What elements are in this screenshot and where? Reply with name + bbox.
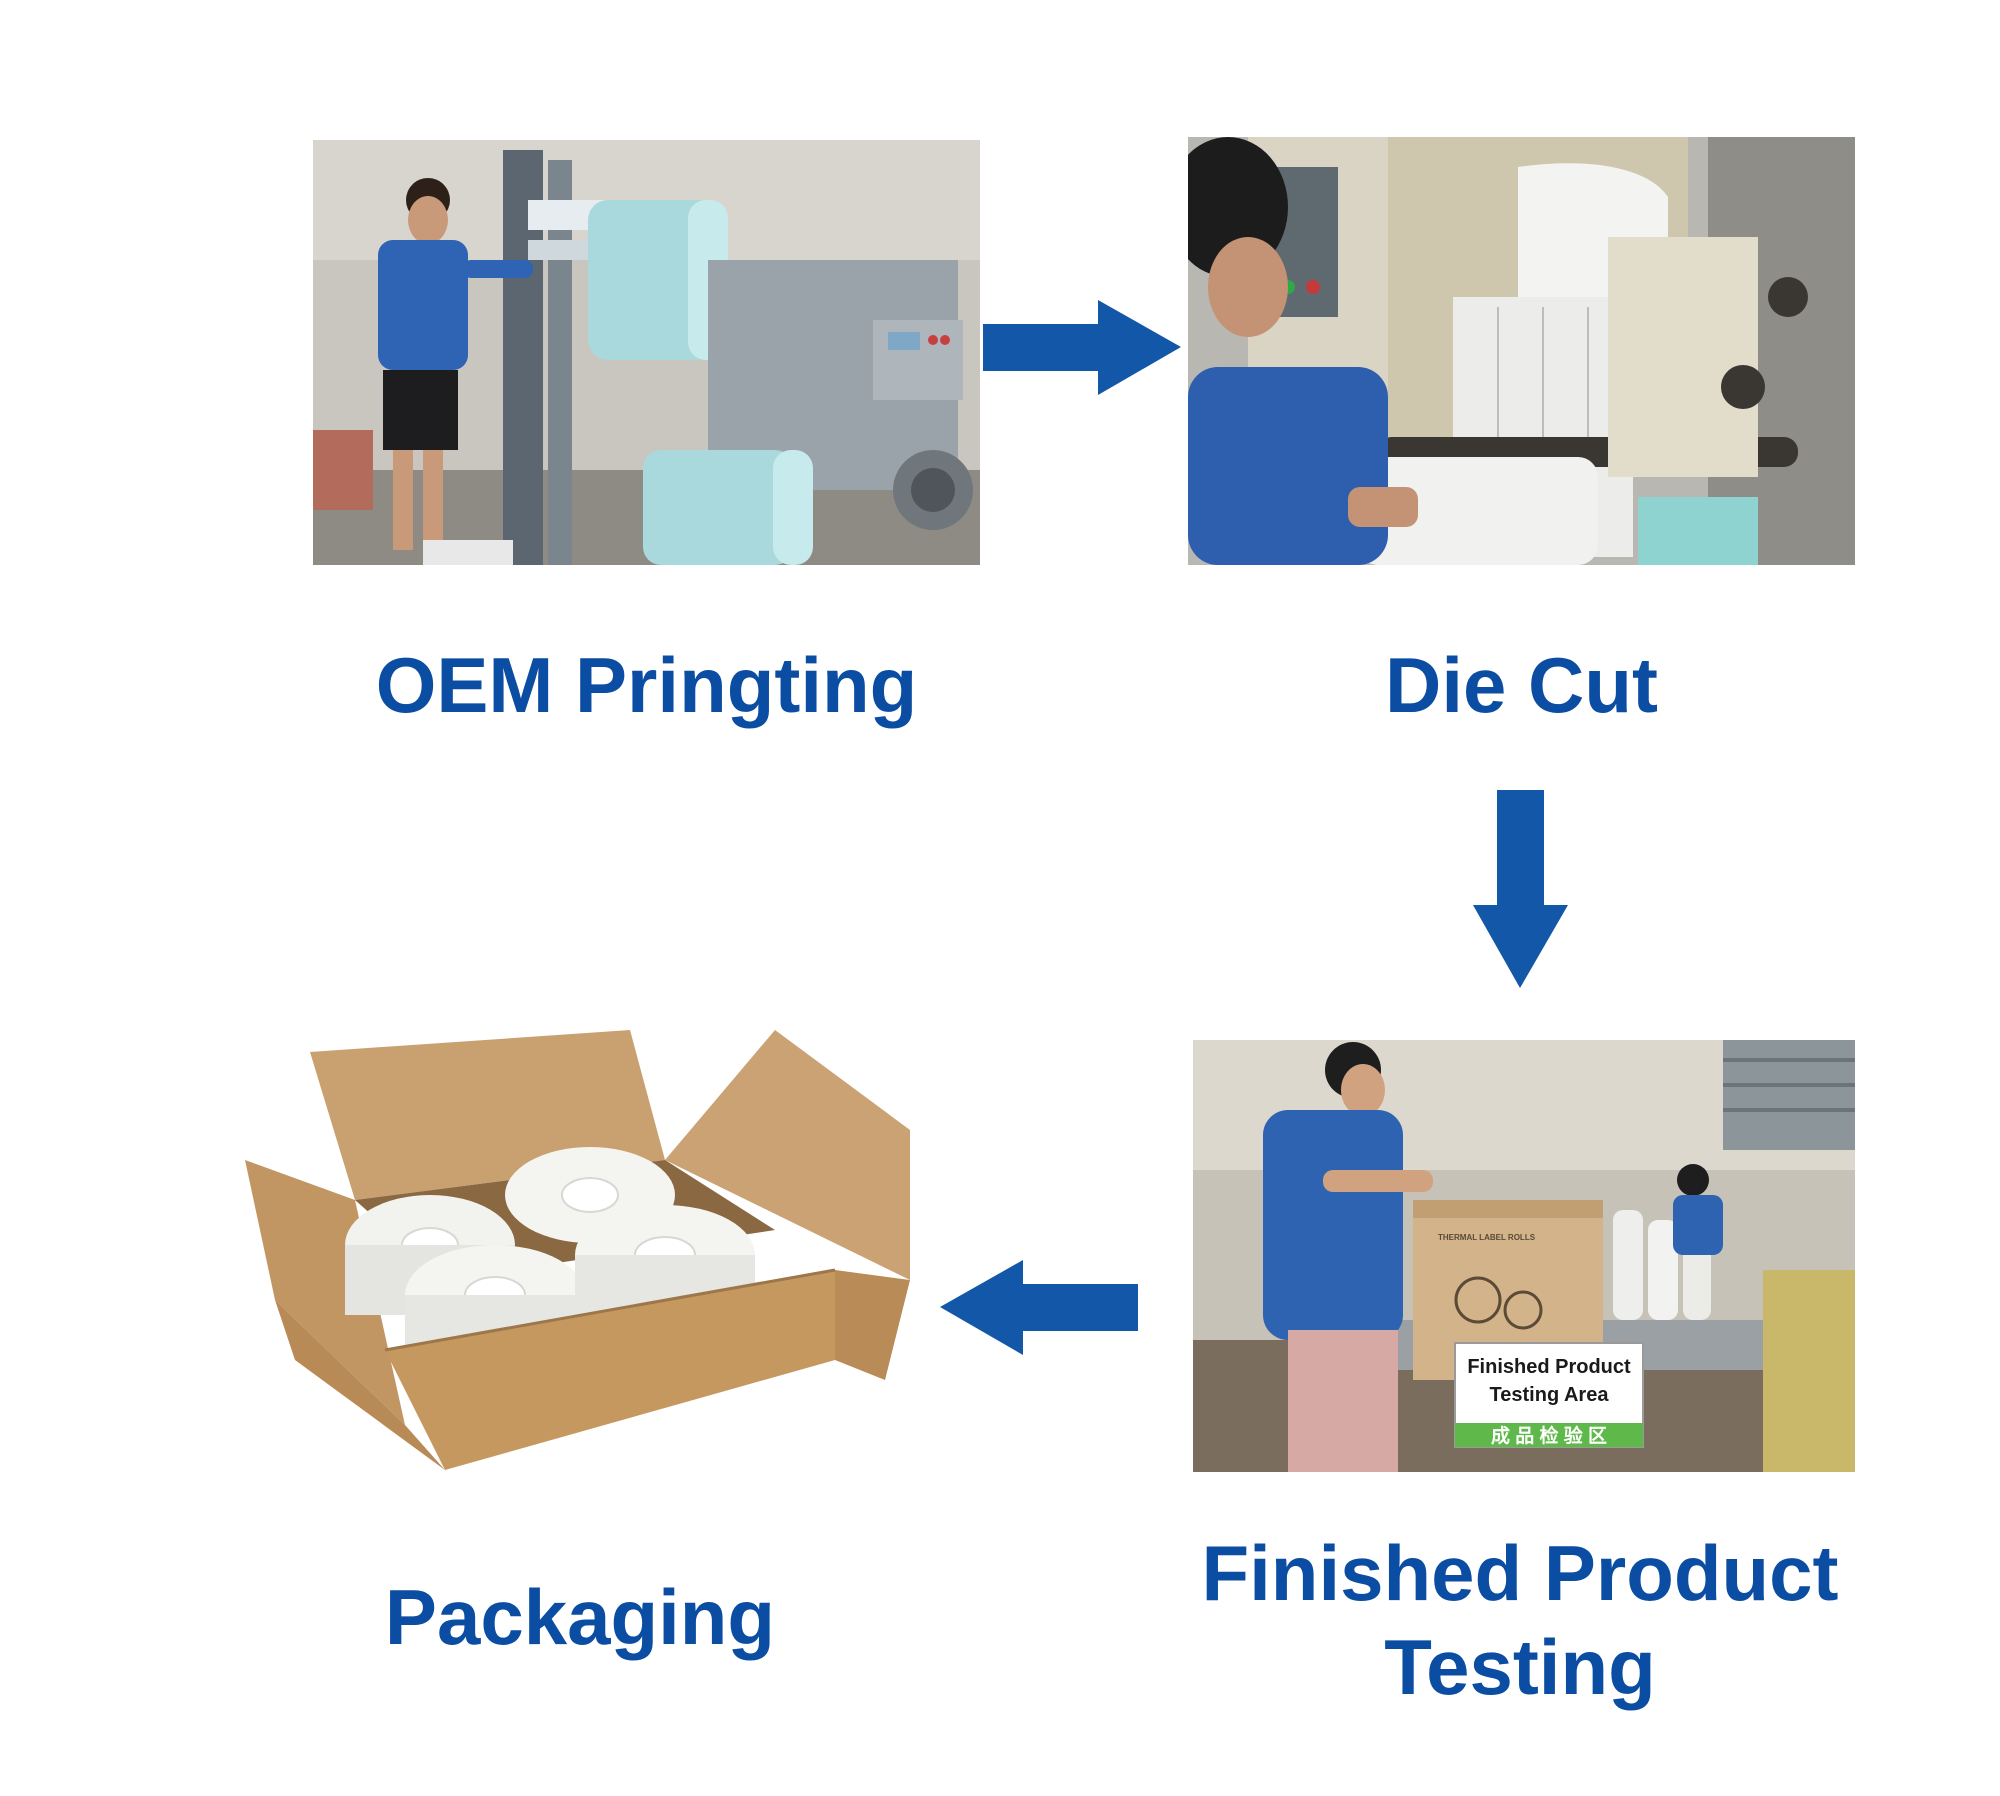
photo-packaging (245, 1030, 910, 1470)
svg-text:Testing Area: Testing Area (1490, 1384, 1610, 1406)
svg-text:Finished Product: Finished Product (1467, 1356, 1631, 1378)
arrow-down-icon (1473, 790, 1568, 988)
photo-oem-printing (313, 140, 980, 565)
arrow-right-icon (983, 300, 1181, 395)
photo-die-cut (1188, 137, 1855, 565)
photo-finished-product-testing: THERMAL LABEL ROLLS Finished Product Tes… (1193, 1040, 1855, 1472)
step-label-packaging: Packaging (384, 1573, 776, 1661)
svg-text:成 品 检 验 区: 成 品 检 验 区 (1491, 1424, 1607, 1447)
step-label-finished-product-testing-line2: Testing (1384, 1623, 1656, 1711)
step-label-finished-product-testing-line1: Finished Product (1201, 1529, 1839, 1617)
step-label-die-cut: Die Cut (1385, 641, 1658, 729)
svg-text:THERMAL LABEL ROLLS: THERMAL LABEL ROLLS (1438, 1233, 1536, 1242)
step-label-oem-printing: OEM Pringting (375, 641, 918, 729)
arrow-left-icon (940, 1260, 1138, 1355)
